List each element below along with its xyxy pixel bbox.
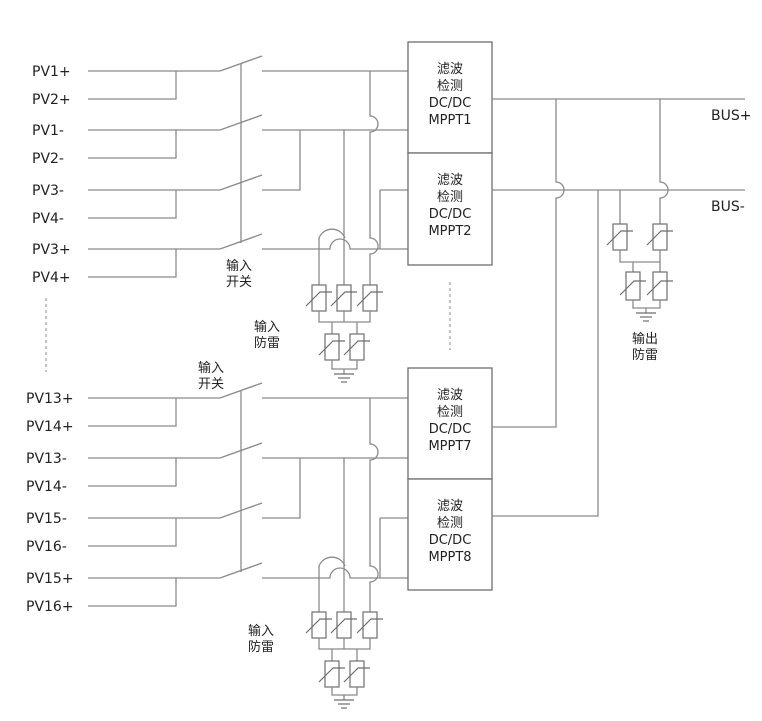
input-lightning-bottom-line1: 输入 bbox=[248, 624, 275, 639]
mppt2-line3: DC/DC bbox=[428, 207, 472, 222]
input-label-pv13-plus: PV13+ bbox=[26, 391, 74, 407]
input-label-pv2-minus: PV2- bbox=[32, 151, 64, 167]
input-lightning-top-line1: 输入 bbox=[254, 320, 281, 335]
mppt1-line1: 滤波 bbox=[436, 62, 463, 77]
input-label-pv13-minus: PV13- bbox=[26, 451, 67, 467]
input-switch-label-top: 输入 开关 bbox=[226, 259, 252, 291]
input-label-pv16-plus: PV16+ bbox=[26, 599, 74, 615]
input-label-pv15-plus: PV15+ bbox=[26, 571, 74, 587]
input-label-pv14-minus: PV14- bbox=[26, 479, 67, 495]
output-lightning-line2: 防雷 bbox=[632, 348, 659, 363]
mppt7-line2: 检测 bbox=[436, 405, 463, 420]
mppt2-line4: MPPT2 bbox=[428, 224, 472, 239]
mppt1-box bbox=[407, 41, 493, 154]
input-label-pv3-minus: PV3- bbox=[32, 183, 64, 199]
mppt7-text: 滤波 检测 DC/DC MPPT7 bbox=[408, 387, 492, 455]
mppt2-line1: 滤波 bbox=[436, 173, 463, 188]
input-lightning-label-top: 输入 防雷 bbox=[254, 320, 280, 352]
mppt8-line1: 滤波 bbox=[436, 499, 463, 514]
mppt8-text: 滤波 检测 DC/DC MPPT8 bbox=[408, 498, 492, 566]
mppt7-line4: MPPT7 bbox=[428, 439, 472, 454]
input-lightning-bottom-line2: 防雷 bbox=[248, 640, 275, 655]
input-label-pv1-minus: PV1- bbox=[32, 123, 64, 139]
mppt1-line4: MPPT1 bbox=[428, 113, 472, 128]
input-lightning-top-line2: 防雷 bbox=[254, 336, 281, 351]
top-input-surge-protector bbox=[305, 284, 383, 383]
mppt1-line3: DC/DC bbox=[428, 96, 472, 111]
input-switch-label-bottom: 输入 开关 bbox=[198, 361, 224, 393]
input-switch-top-line2: 开关 bbox=[226, 275, 253, 290]
input-switch-top-line1: 输入 bbox=[226, 259, 253, 274]
input-lightning-label-bottom: 输入 防雷 bbox=[248, 624, 274, 656]
bus-plus-label: BUS+ bbox=[711, 108, 752, 124]
mppt1-text: 滤波 检测 DC/DC MPPT1 bbox=[408, 61, 492, 129]
mppt1-line2: 检测 bbox=[436, 79, 463, 94]
mppt7-line3: DC/DC bbox=[428, 422, 472, 437]
mppt7-box bbox=[407, 367, 493, 480]
mppt2-line2: 检测 bbox=[436, 190, 463, 205]
bus-minus-label: BUS- bbox=[711, 199, 745, 215]
output-surge-protector bbox=[606, 223, 673, 322]
bottom-group-wiring bbox=[88, 382, 408, 628]
input-label-pv4-plus: PV4+ bbox=[32, 270, 71, 286]
input-label-pv15-minus: PV15- bbox=[26, 511, 67, 527]
mppt8-line3: DC/DC bbox=[428, 533, 472, 548]
input-label-pv4-minus: PV4- bbox=[32, 211, 64, 227]
input-label-pv1-plus: PV1+ bbox=[32, 64, 71, 80]
mppt8-line4: MPPT8 bbox=[428, 550, 472, 565]
mppt8-line2: 检测 bbox=[436, 516, 463, 531]
output-bus-wiring bbox=[492, 98, 745, 517]
input-switch-bottom-line2: 开关 bbox=[198, 377, 225, 392]
top-group-wiring bbox=[88, 55, 408, 300]
mppt7-line1: 滤波 bbox=[436, 388, 463, 403]
input-label-pv3-plus: PV3+ bbox=[32, 242, 71, 258]
input-switch-bottom-line1: 输入 bbox=[198, 361, 225, 376]
mppt2-box bbox=[407, 152, 493, 266]
input-label-pv2-plus: PV2+ bbox=[32, 92, 71, 108]
output-lightning-label: 输出 防雷 bbox=[632, 332, 658, 364]
output-lightning-line1: 输出 bbox=[632, 332, 659, 347]
mppt2-text: 滤波 检测 DC/DC MPPT2 bbox=[408, 172, 492, 240]
mppt8-box bbox=[407, 478, 493, 591]
bottom-input-surge-protector bbox=[305, 611, 383, 709]
input-label-pv14-plus: PV14+ bbox=[26, 419, 74, 435]
input-label-pv16-minus: PV16- bbox=[26, 539, 67, 555]
